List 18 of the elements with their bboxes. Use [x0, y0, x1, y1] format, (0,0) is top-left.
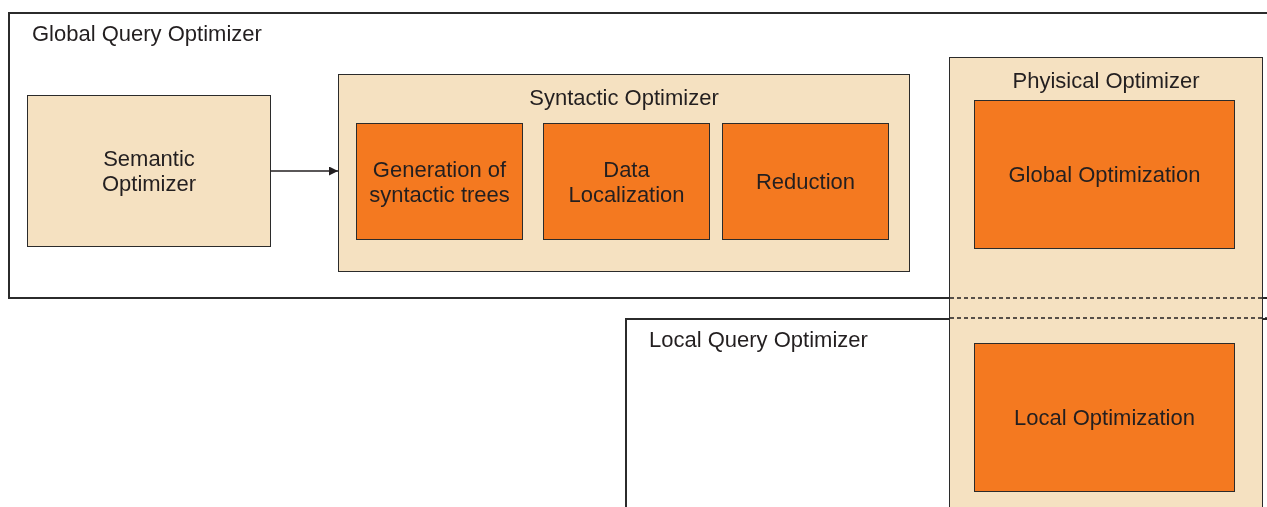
node-label: Semantic Optimizer	[100, 145, 198, 197]
process-box	[722, 123, 889, 240]
group-box	[338, 74, 910, 272]
process-box	[356, 123, 523, 240]
node-label: Global Optimization	[1007, 161, 1202, 188]
node-label: Generation of syntactic trees	[368, 156, 511, 207]
node-label: Data Localization	[567, 156, 686, 207]
process-box	[974, 343, 1235, 492]
node-label: Phyisical Optimizer	[1011, 68, 1201, 94]
node-label: Local Query Optimizer	[649, 327, 868, 353]
node-label: Syntactic Optimizer	[528, 85, 720, 111]
group-box	[27, 95, 271, 247]
process-box	[543, 123, 710, 240]
arrow	[270, 166, 339, 176]
process-box	[974, 100, 1235, 249]
node-label: Global Query Optimizer	[32, 21, 262, 47]
node-label: Local Optimization	[1013, 404, 1196, 431]
node-label: Reduction	[754, 168, 857, 195]
